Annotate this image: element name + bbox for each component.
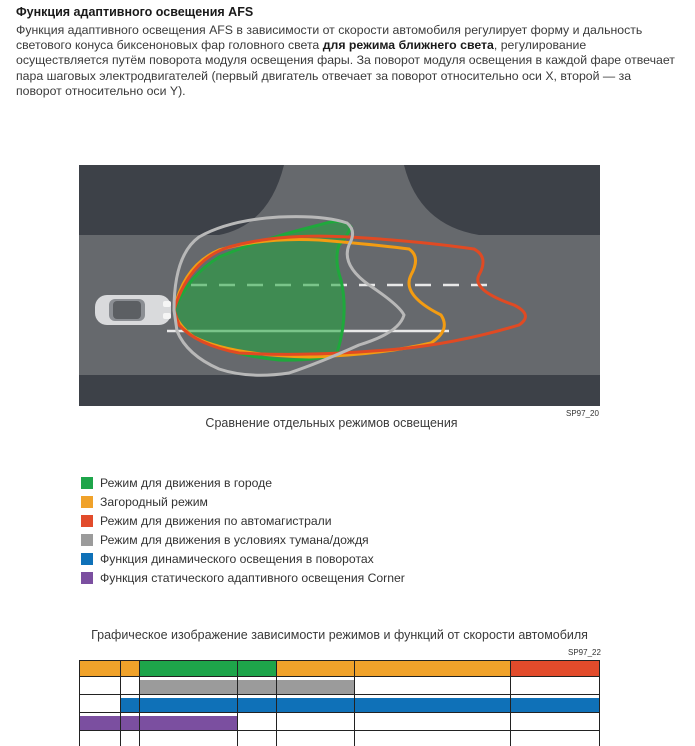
table-col-line <box>354 661 355 746</box>
table-col-line <box>237 661 238 746</box>
bar-fog <box>139 680 354 694</box>
table-col-line <box>276 661 277 746</box>
table-row-line <box>80 712 599 713</box>
bar-dynamic-cornering <box>120 698 599 712</box>
paragraph-bold: для режима ближнего света <box>322 38 494 53</box>
legend-swatch <box>81 514 93 527</box>
legend-label: Загородный режим <box>100 494 208 509</box>
legend-swatch <box>81 476 93 489</box>
section-title: Функция адаптивного освещения AFS <box>16 5 254 19</box>
paragraph-text-1: Функция адаптивного освещения AFS в зави… <box>16 23 643 53</box>
road-illustration <box>79 165 600 406</box>
legend-label: Режим для движения в условиях тумана/дож… <box>100 532 369 547</box>
car-icon <box>95 295 171 325</box>
speed-dependency-table <box>79 660 600 746</box>
table-row-line <box>80 676 599 677</box>
legend-label: Режим для движения в городе <box>100 475 273 490</box>
bar-country-low-2 <box>120 661 139 676</box>
bar-country <box>276 661 510 676</box>
figure-code: SP97_20 <box>566 409 599 418</box>
legend-item-highway: Режим для движения по автомагистрали <box>81 511 405 530</box>
bar-highway <box>510 661 599 676</box>
section-paragraph: Функция адаптивного освещения AFS в зави… <box>16 23 680 99</box>
bar-city <box>139 661 276 676</box>
legend-swatch <box>81 571 93 584</box>
legend-item-country: Загородный режим <box>81 492 405 511</box>
bar-static-corner <box>80 716 237 730</box>
legend-swatch <box>81 552 93 565</box>
fog-mode-beam <box>172 215 406 377</box>
legend-label: Функция статического адаптивного освещен… <box>100 570 405 585</box>
lighting-modes-illustration <box>79 165 600 406</box>
legend-item-fog: Режим для движения в условиях тумана/дож… <box>81 530 405 549</box>
table-row-line <box>80 694 599 695</box>
legend-item-dynamic-cornering: Функция динамического освещения в поворо… <box>81 549 405 568</box>
legend-label: Функция динамического освещения в поворо… <box>100 551 374 566</box>
legend-label: Режим для движения по автомагистрали <box>100 513 332 528</box>
legend-swatch <box>81 533 93 546</box>
table-col-line <box>120 661 121 746</box>
table-col-line <box>139 661 140 746</box>
legend: Режим для движения в городе Загородный р… <box>81 473 405 587</box>
speed-chart-code: SP97_22 <box>568 648 601 657</box>
speed-chart-caption: Графическое изображение зависимости режи… <box>91 628 588 642</box>
table-col-line <box>510 661 511 746</box>
highway-mode-beam <box>172 234 527 356</box>
bar-country-low <box>80 661 120 676</box>
legend-item-city: Режим для движения в городе <box>81 473 405 492</box>
table-row-line <box>80 730 599 731</box>
figure-caption: Сравнение отдельных режимов освещения <box>205 416 458 430</box>
legend-swatch <box>81 495 93 508</box>
paragraph-text-2: , регулирование осуществляется путём пов… <box>16 38 675 98</box>
legend-item-static-corner: Функция статического адаптивного освещен… <box>81 568 405 587</box>
